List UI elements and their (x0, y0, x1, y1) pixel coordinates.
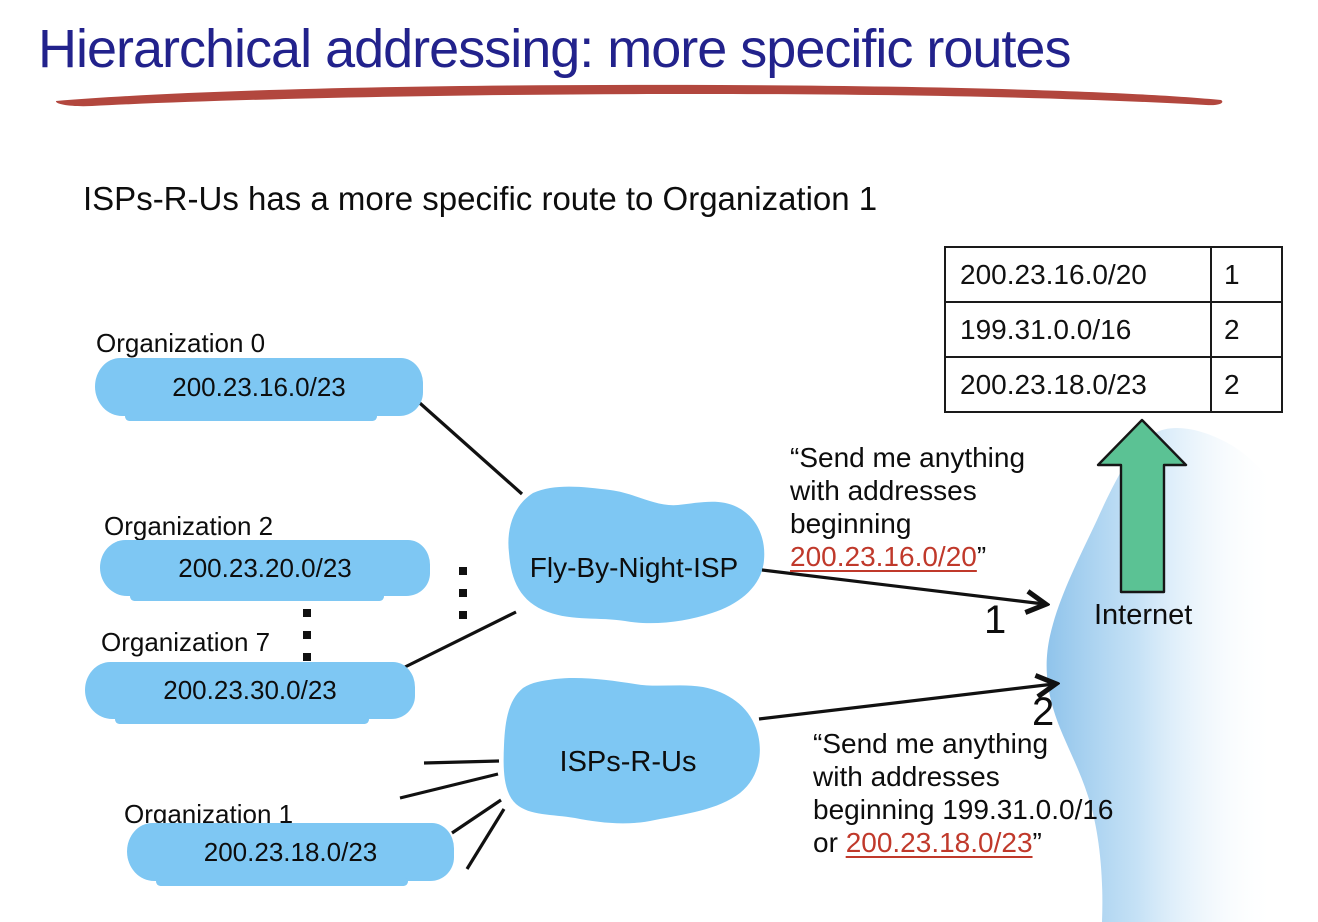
iru-line4-lead: or (813, 827, 846, 858)
slide-subtitle: ISPs-R-Us has a more specific route to O… (83, 180, 878, 217)
title-underline-swoosh (55, 84, 1223, 107)
org0-label: Organization 0 (96, 328, 266, 358)
org1-prefix: 200.23.18.0/23 (203, 836, 378, 867)
org2-label: Organization 2 (104, 511, 274, 541)
org2-prefix-blob: 200.23.20.0/23 (100, 540, 430, 601)
fly-by-night-isp-cloud (508, 486, 765, 624)
fbn-announcement-line4: 200.23.16.0/20” (790, 540, 1025, 573)
fbn-announcement: “Send me anything with addresses beginni… (790, 441, 1025, 573)
fbn-announcement-line2: with addresses (790, 475, 977, 506)
fbn-announcement-line1: “Send me anything (790, 442, 1026, 473)
internet-cloud (1046, 427, 1318, 922)
connection-line-org7-fbn (402, 610, 517, 670)
up-arrow-icon (1096, 418, 1188, 594)
route-arrow-fbn-internet (761, 568, 1044, 604)
iru-announcement: “Send me anything with addresses beginni… (813, 727, 1114, 859)
link-label-2: 2 (1032, 690, 1055, 734)
internet-label: Internet (1094, 599, 1193, 631)
iru-announcement-line1: “Send me anything (813, 728, 1049, 759)
isps-r-us-label: ISPs-R-Us (559, 746, 697, 778)
org7-label: Organization 7 (101, 627, 271, 657)
table-row: 200.23.16.0/20 1 (946, 248, 1281, 303)
prefix-cell: 200.23.18.0/23 (946, 358, 1212, 411)
iru-announcement-line3: beginning 199.31.0.0/16 (813, 794, 1114, 825)
vertical-ellipsis-left (303, 609, 311, 661)
org7-prefix: 200.23.30.0/23 (163, 675, 337, 705)
prefix-cell: 199.31.0.0/16 (946, 303, 1212, 356)
iru-closing-quote: ” (1032, 827, 1042, 858)
connection-stub-iru-1 (423, 759, 500, 765)
connection-line-org0-fbn (411, 395, 524, 496)
route-arrow-iru-internet (758, 684, 1054, 721)
port-cell: 2 (1224, 368, 1240, 400)
connection-stub-iru-3 (465, 808, 506, 870)
org2-prefix: 200.23.20.0/23 (178, 552, 352, 583)
fbn-closing-quote: ” (976, 541, 987, 572)
connection-line-org1-iru (451, 798, 502, 835)
vertical-ellipsis-right (459, 567, 467, 619)
connection-stub-iru-2 (399, 772, 499, 800)
org7-prefix-blob: 200.23.30.0/23 (85, 662, 415, 724)
iru-highlight-prefix: 200.23.18.0/23 (845, 827, 1033, 858)
org0-prefix: 200.23.16.0/23 (172, 371, 346, 402)
fly-by-night-isp-label: Fly-By-Night-ISP (529, 552, 739, 583)
routing-table: 200.23.16.0/20 1 199.31.0.0/16 2 200.23.… (944, 246, 1283, 413)
isps-r-us-cloud (503, 677, 760, 824)
port-cell: 2 (1224, 313, 1240, 345)
iru-announcement-line4: or 200.23.18.0/23” (813, 826, 1114, 859)
fbn-highlight-prefix: 200.23.16.0/20 (790, 541, 977, 572)
prefix-cell: 200.23.16.0/20 (946, 248, 1212, 301)
org1-prefix-blob: 200.23.18.0/23 (127, 823, 454, 886)
iru-announcement-line2: with addresses (813, 761, 1000, 792)
table-row: 199.31.0.0/16 2 (946, 303, 1281, 358)
org0-prefix-blob: 200.23.16.0/23 (95, 358, 423, 421)
link-label-1: 1 (984, 598, 1007, 642)
port-cell: 1 (1224, 258, 1240, 290)
table-row: 200.23.18.0/23 2 (946, 358, 1281, 411)
page-title: Hierarchical addressing: more specific r… (38, 19, 1071, 79)
fbn-announcement-line3: beginning (790, 508, 912, 539)
